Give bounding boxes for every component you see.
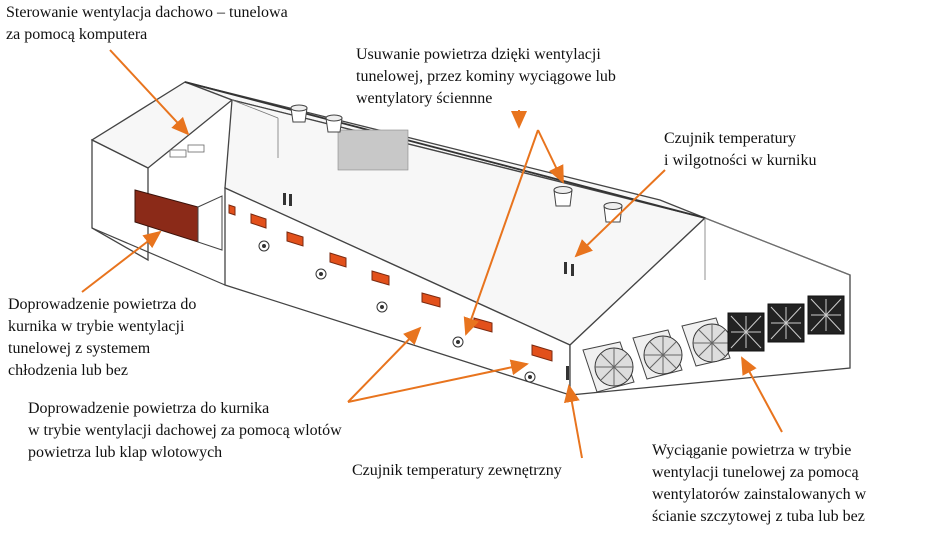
- side-fans: [258, 240, 536, 383]
- label-tunnel-air-supply: Doprowadzenie powietrza do kurnika w try…: [8, 296, 197, 379]
- roof-chimneys: [290, 104, 623, 223]
- temp-humidity-sensor-icon: [564, 262, 567, 274]
- tunnel-fans: [582, 317, 732, 393]
- side-inlets: [228, 204, 553, 362]
- label-tunnel-extraction: Wyciąganie powietrza w trybie wentylacji…: [652, 442, 867, 525]
- label-roof-air-supply: Doprowadzenie powietrza do kurnika w try…: [28, 400, 342, 461]
- label-temp-humidity-sensor: Czujnik temperatury i wilgotności w kurn…: [664, 130, 817, 169]
- label-computer-control: Sterowanie wentylacja dachowo – tunelowa…: [6, 4, 288, 43]
- interior-vent-panel: [337, 129, 409, 171]
- label-outside-temp-sensor: Czujnik temperatury zewnętrzny: [352, 462, 562, 479]
- outside-sensor-icon: [566, 366, 569, 380]
- sensor-icon: [283, 193, 286, 205]
- callout-arrows: [81, 49, 783, 459]
- wall-fans: [727, 295, 845, 352]
- end-room: [91, 138, 149, 262]
- label-air-removal: Usuwanie powietrza dzięki wentylacji tun…: [356, 46, 616, 107]
